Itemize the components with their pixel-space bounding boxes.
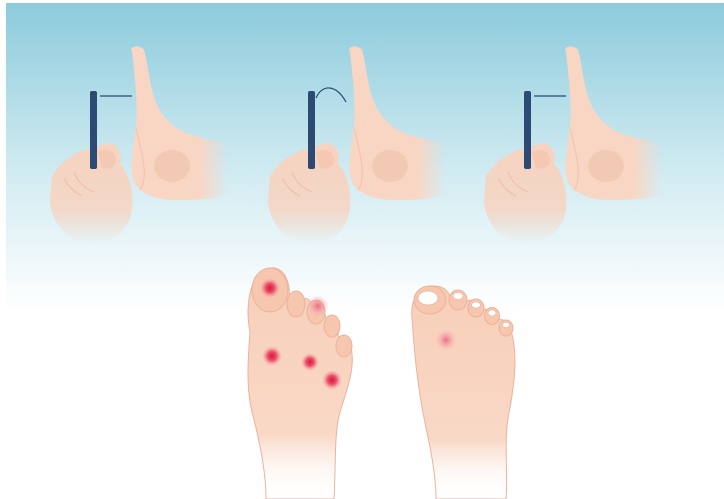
foot-sole-with-single-spot <box>404 278 532 499</box>
filament-test-3 <box>478 40 668 250</box>
lesion-spot <box>301 353 319 371</box>
lesion-spot <box>262 346 282 366</box>
lesion-spot <box>322 370 342 390</box>
filament-test-2 <box>262 40 452 250</box>
lesion-spot <box>307 295 329 317</box>
lesion-spot <box>435 329 457 351</box>
side-view-foot <box>349 46 446 200</box>
side-view-foot <box>131 46 228 200</box>
side-view-foot <box>565 46 662 200</box>
filament-test-1 <box>44 40 234 250</box>
foot-sole-with-multiple-spots <box>236 262 364 499</box>
lesion-spot <box>260 278 280 298</box>
sole-shape <box>412 286 515 499</box>
